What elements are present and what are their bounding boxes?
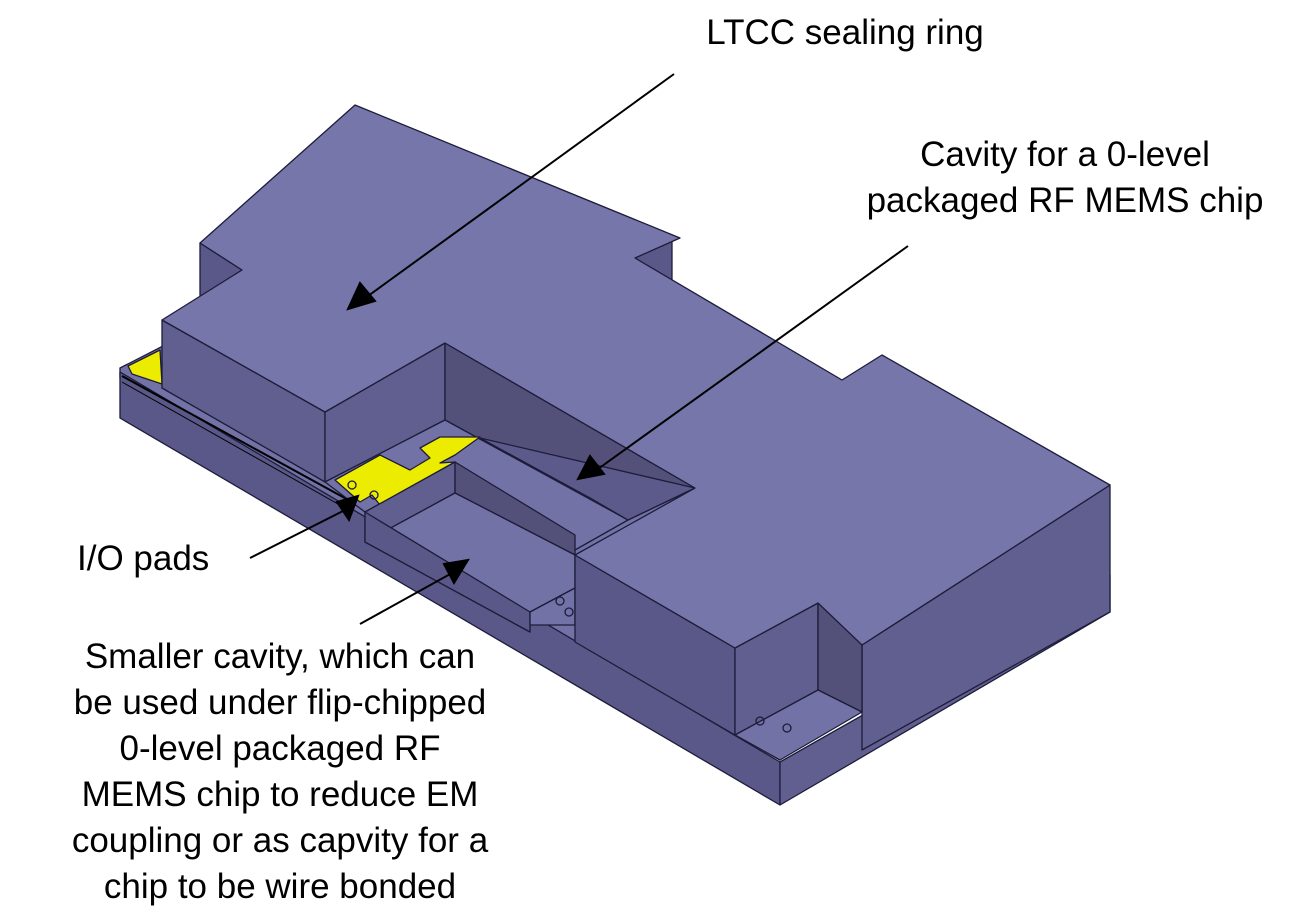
ring-top-face [161, 104, 1111, 649]
arrow-head-smaller-cavity [442, 558, 470, 586]
io-pad [334, 436, 481, 506]
arrow-io-pads [249, 509, 346, 559]
arrow-head-io-pads [335, 494, 360, 523]
arrow-cavity [597, 245, 909, 470]
label-line: MEMS chip to reduce EM [81, 775, 479, 814]
label-line: chip to be wire bonded [103, 867, 457, 906]
arrow-head-cavity [576, 454, 606, 481]
notch-floor [734, 689, 863, 761]
label-io-pads: I/O pads [40, 536, 277, 582]
leader-arrows [249, 73, 909, 625]
label-ltcc-sealing-ring: LTCC sealing ring [600, 10, 1090, 56]
label-line: 0-level packaged RF [119, 729, 441, 768]
arrow-smaller-cavity [359, 572, 453, 625]
cavity-recess-strip [479, 437, 696, 521]
label-line: packaged RF MEMS chip [866, 181, 1264, 220]
label-cavity: Cavity for a 0-level packaged RF MEMS ch… [830, 132, 1300, 224]
label-line: Smaller cavity, which can [84, 637, 476, 676]
label-line: be used under flip-chipped [73, 683, 487, 722]
arrow-head-sealing-ring [346, 281, 377, 311]
label-smaller-cavity: Smaller cavity, which can be used under … [20, 634, 540, 910]
label-line: coupling or as capvity for a [71, 821, 489, 860]
label-line: LTCC sealing ring [706, 13, 984, 52]
label-line: Cavity for a 0-level [920, 135, 1210, 174]
arrow-sealing-ring [367, 73, 675, 297]
label-line: I/O pads [77, 539, 210, 578]
